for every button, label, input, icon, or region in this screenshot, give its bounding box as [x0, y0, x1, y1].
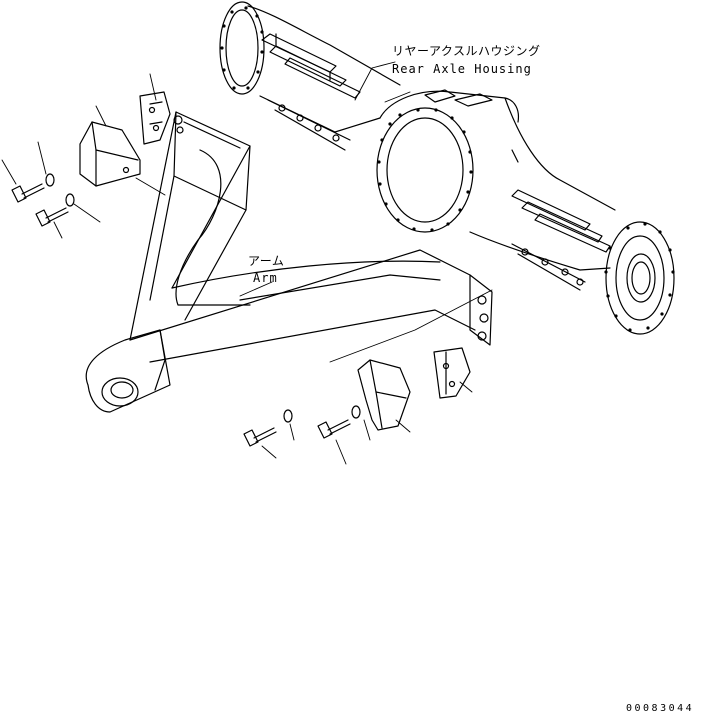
arm-label-jp: アーム	[248, 254, 285, 268]
lower-bracket-set	[243, 289, 493, 465]
drawing-number: 00083044	[626, 703, 695, 714]
rear-axle-housing	[219, 1, 675, 335]
arm-label-en: Arm	[253, 271, 278, 285]
housing-label-jp: リヤーアクスルハウジング	[392, 44, 541, 58]
arm	[85, 111, 493, 413]
upper-bracket-set	[1, 73, 171, 239]
housing-label-en: Rear Axle Housing	[392, 62, 532, 76]
